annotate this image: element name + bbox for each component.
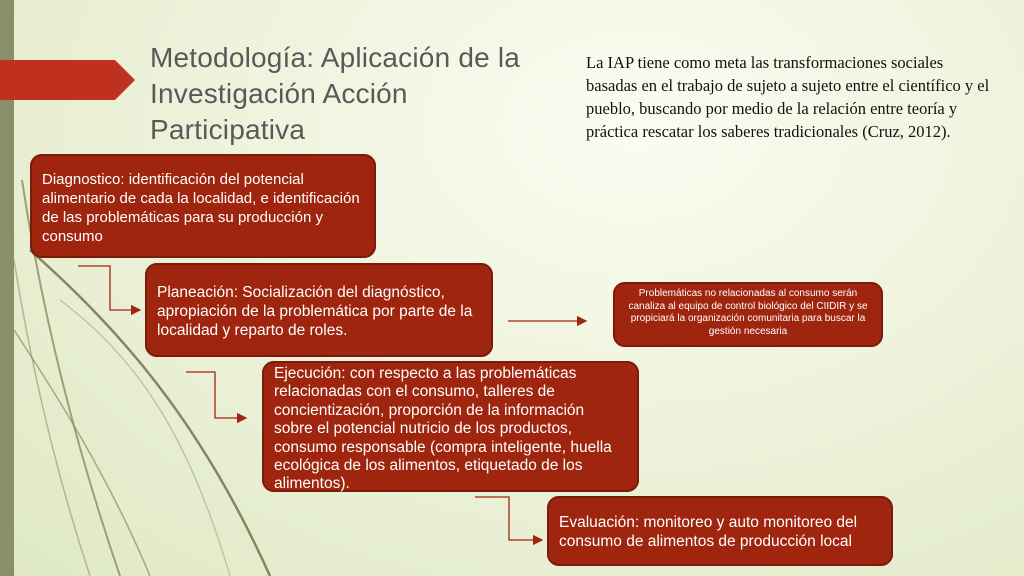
step-evaluacion: Evaluación: monitoreo y auto monitoreo d…: [547, 496, 893, 566]
connector-ejecucion-evaluacion: [475, 496, 544, 546]
iap-quote: La IAP tiene como meta las transformacio…: [586, 53, 990, 141]
left-decorative-bar: [0, 0, 14, 576]
connector-planeacion-ejecucion: [186, 371, 248, 424]
slide-title: Metodología: Aplicación de la Investigac…: [150, 42, 521, 145]
connector-diagnostico-planeacion: [78, 265, 142, 316]
title-accent-arrow: [0, 60, 135, 100]
side-note-problematicas: Problemáticas no relacionadas al consumo…: [613, 282, 883, 347]
step-ejecucion: Ejecución: con respecto a las problemáti…: [262, 361, 639, 492]
step-diagnostico: Diagnostico: identificación del potencia…: [30, 154, 376, 258]
step-planeacion: Planeación: Socialización del diagnóstic…: [145, 263, 493, 357]
